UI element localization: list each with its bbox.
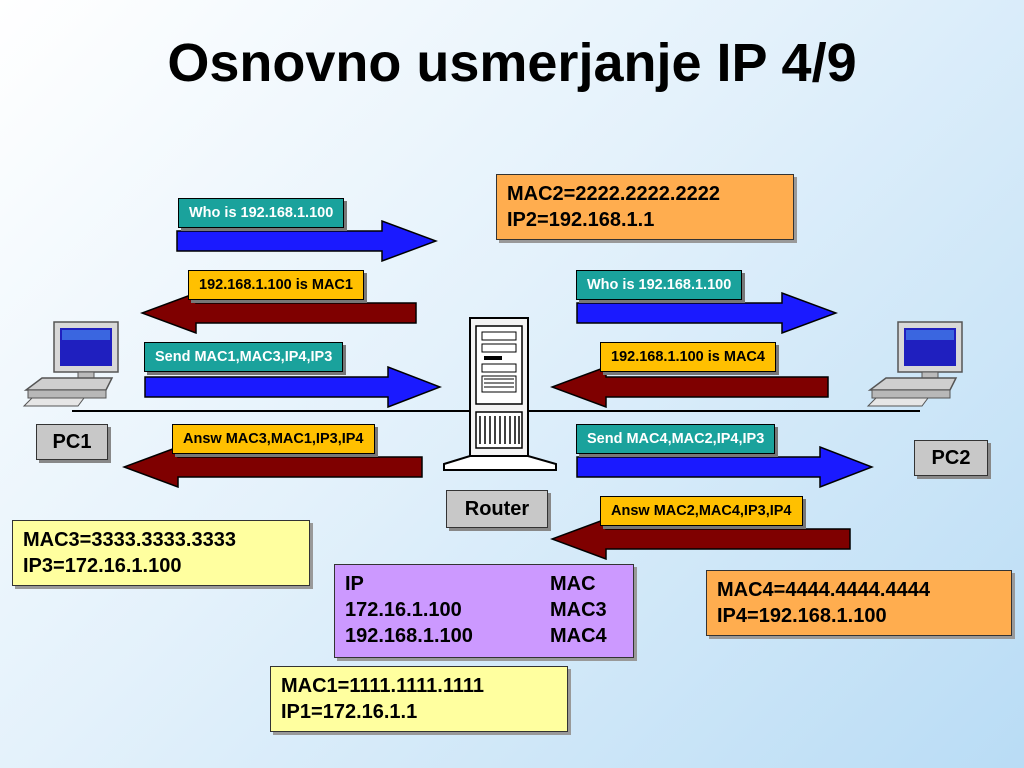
message-who-is-right: Who is 192.168.1.100 bbox=[576, 270, 743, 300]
router-interface1-ip: IP1=172.16.1.1 bbox=[281, 701, 418, 723]
arrow-left-6 bbox=[550, 366, 829, 408]
arrow-right-3 bbox=[144, 366, 442, 408]
table-row: 192.168.1.100 MAC4 bbox=[345, 623, 623, 649]
pc3-mac: MAC3=3333.3333.3333 bbox=[23, 529, 236, 551]
arp-row-mac: MAC4 bbox=[550, 625, 607, 647]
message-who-is-left: Who is 192.168.1.100 bbox=[178, 198, 345, 228]
pc3-ip: IP3=172.16.1.100 bbox=[23, 555, 182, 577]
arp-row-ip: 192.168.1.100 bbox=[345, 625, 473, 647]
arp-row-mac: MAC3 bbox=[550, 599, 607, 621]
message-reply-mac1: 192.168.1.100 is MAC1 bbox=[188, 270, 364, 300]
message-answer-left: Answ MAC3,MAC1,IP3,IP4 bbox=[172, 424, 375, 454]
arp-table: IP MAC 172.16.1.100 MAC3 192.168.1.100 M… bbox=[334, 564, 634, 658]
pc1-label: PC1 bbox=[36, 424, 108, 460]
pc3-address-box: MAC3=3333.3333.3333 IP3=172.16.1.100 bbox=[12, 520, 310, 586]
arrow-right-5 bbox=[576, 292, 838, 334]
message-answer-right: Answ MAC2,MAC4,IP3,IP4 bbox=[600, 496, 803, 526]
router-interface2-ip: IP2=192.168.1.1 bbox=[507, 209, 655, 231]
router-interface1-box: MAC1=1111.1111.1111 IP1=172.16.1.1 bbox=[270, 666, 568, 732]
arp-table-header: IP MAC bbox=[345, 571, 623, 597]
arrow-right-7 bbox=[576, 446, 874, 488]
message-send-left: Send MAC1,MAC3,IP4,IP3 bbox=[144, 342, 344, 372]
arp-header-ip: IP bbox=[345, 573, 364, 595]
pc2-label: PC2 bbox=[914, 440, 988, 476]
pc4-ip: IP4=192.168.1.100 bbox=[717, 605, 887, 627]
router-interface2-box: MAC2=2222.2222.2222 IP2=192.168.1.1 bbox=[496, 174, 794, 240]
router-interface2-mac: MAC2=2222.2222.2222 bbox=[507, 183, 720, 205]
table-row: 172.16.1.100 MAC3 bbox=[345, 597, 623, 623]
slide-title: Osnovno usmerjanje IP 4/9 bbox=[167, 33, 857, 93]
router-label: Router bbox=[446, 490, 548, 528]
pc1-computer-icon bbox=[22, 321, 119, 407]
arp-header-mac: MAC bbox=[550, 573, 596, 595]
arrow-left-4 bbox=[122, 446, 423, 488]
router-server-icon bbox=[443, 317, 557, 471]
arrow-left-8 bbox=[550, 518, 851, 560]
arrow-left-2 bbox=[140, 292, 417, 334]
message-send-right: Send MAC4,MAC2,IP4,IP3 bbox=[576, 424, 776, 454]
pc2-computer-icon bbox=[866, 321, 963, 407]
arrow-right-1 bbox=[176, 220, 438, 262]
pc4-mac: MAC4=4444.4444.4444 bbox=[717, 579, 930, 601]
pc4-address-box: MAC4=4444.4444.4444 IP4=192.168.1.100 bbox=[706, 570, 1012, 636]
arp-row-ip: 172.16.1.100 bbox=[345, 599, 462, 621]
message-reply-mac4: 192.168.1.100 is MAC4 bbox=[600, 342, 776, 372]
router-interface1-mac: MAC1=1111.1111.1111 bbox=[281, 675, 485, 697]
